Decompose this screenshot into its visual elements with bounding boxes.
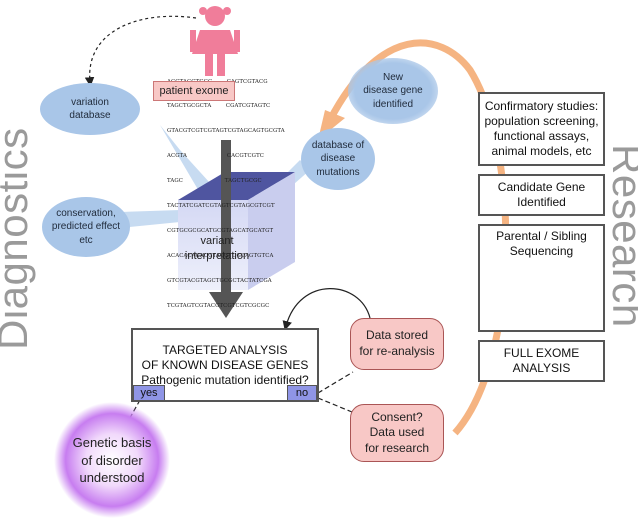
variant-interpretation-label: variant interpretation (184, 235, 250, 262)
main-arrow-shaft (221, 140, 231, 295)
research-label: Research (604, 144, 638, 328)
data-stored-box: Data stored for re-analysis (350, 318, 444, 370)
candidate-gene-box: Candidate Gene Identified (478, 174, 605, 216)
new-disease-gene-ellipse: New disease gene identified (348, 58, 438, 124)
targeted-line-3: Pathogenic mutation identified? (141, 372, 309, 387)
beam-conservation (120, 210, 180, 228)
consent-box: Consent? Data used for research (350, 404, 444, 462)
genetic-basis-text: Genetic basis of disorder understood (72, 435, 152, 486)
conservation-ellipse: conservation, predicted effect etc (42, 197, 130, 257)
cube-top (178, 172, 295, 200)
confirmatory-studies-box: Confirmatory studies: population screeni… (478, 92, 605, 166)
diagnostics-label: Diagnostics (0, 127, 36, 350)
curved-arrow-reanalysis (282, 288, 371, 331)
yes-tag: yes (133, 385, 165, 401)
disease-mutations-ellipse: database of disease mutations (301, 128, 375, 190)
no-tag: no (287, 385, 317, 401)
dashed-line-no-to-consent (317, 397, 353, 413)
parental-sequencing-box: Parental / Sibling Sequencing (478, 224, 605, 332)
patient-exome-label: patient exome (153, 81, 235, 101)
full-exome-box: FULL EXOME ANALYSIS (478, 340, 605, 382)
cube-right (248, 172, 295, 290)
genetic-basis-glow (54, 402, 170, 518)
patient-figure-icon (190, 6, 240, 76)
dashed-arrow-figure-to-database (84, 15, 197, 87)
main-arrow-head (209, 292, 243, 318)
targeted-line-1: TARGETED ANALYSIS (162, 342, 288, 357)
parental-sequencing-label: Parental / Sibling Sequencing (496, 229, 587, 258)
dashed-line-no-to-data-stored (317, 371, 354, 394)
targeted-line-2: OF KNOWN DISEASE GENES (141, 357, 309, 372)
variation-database-ellipse: variation database (40, 83, 140, 135)
